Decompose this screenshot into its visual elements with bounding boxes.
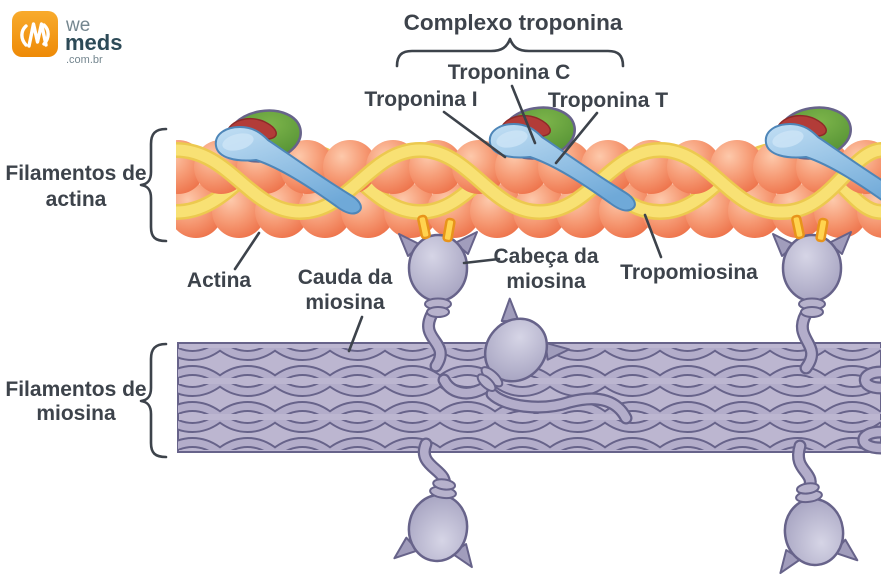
wemeds-monogram-glyph — [20, 22, 50, 48]
label-tropomiosina: Tropomiosina — [620, 261, 758, 284]
label-filamentos-miosina: Filamentos de miosina — [5, 378, 146, 425]
svg-text:Filamentos de: Filamentos de — [5, 378, 146, 401]
label-cauda-miosina: Cauda da miosina — [298, 266, 393, 314]
actin-filament — [176, 140, 881, 238]
cauda-miosina-line — [347, 315, 364, 353]
label-complexo-troponina: Complexo troponina — [404, 10, 623, 35]
filamentos-actina-brace — [139, 127, 168, 243]
svg-text:miosina: miosina — [36, 402, 116, 425]
svg-text:miosina: miosina — [506, 270, 586, 293]
myosin-head-hanging-left — [393, 437, 485, 571]
myosin-rope-hooks — [857, 365, 881, 455]
myosin-head-hanging-right — [767, 439, 859, 575]
label-troponina-i: Troponina I — [364, 88, 477, 111]
tropomiosina-line — [643, 213, 663, 259]
svg-text:Cabeça da: Cabeça da — [493, 245, 598, 268]
myosin-head-upper-right — [771, 214, 853, 375]
complexo-troponina-brace — [395, 37, 625, 68]
brand-meds: meds — [65, 30, 122, 55]
svg-text:miosina: miosina — [305, 291, 385, 314]
brand-domain: .com.br — [66, 54, 103, 66]
brand-we: we — [65, 15, 90, 36]
myosin-head-middle — [437, 295, 633, 425]
wemeds-logo: we meds .com.br — [12, 11, 122, 66]
svg-text:Filamentos de: Filamentos de — [5, 162, 146, 185]
label-troponina-t: Troponina T — [548, 89, 668, 112]
myosin-rope-row — [178, 420, 881, 450]
svg-text:actina: actina — [46, 188, 107, 211]
label-troponina-c: Troponina C — [448, 61, 571, 84]
svg-text:Cauda da: Cauda da — [298, 266, 393, 289]
myosin-head-upper-left — [397, 214, 479, 373]
label-actina: Actina — [187, 269, 252, 292]
troponina-c-line — [510, 84, 537, 145]
actina-line — [233, 231, 261, 271]
troponina-t-line — [554, 111, 599, 165]
pointer-lines — [233, 84, 663, 353]
label-filamentos-actina: Filamentos de actina — [5, 162, 146, 211]
filamentos-miosina-brace — [139, 342, 168, 459]
label-cabeca-miosina: Cabeça da miosina — [493, 245, 598, 293]
troponina-i-line — [442, 110, 507, 159]
cabeca-miosina-line — [462, 257, 501, 265]
